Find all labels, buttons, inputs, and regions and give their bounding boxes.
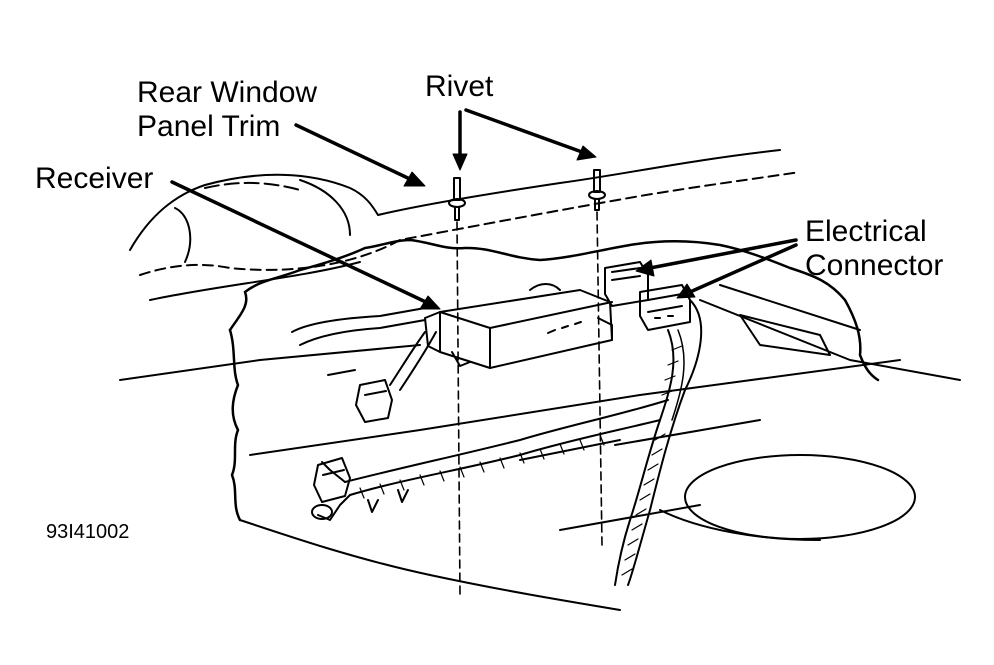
shelf-slot	[327, 369, 356, 376]
receiver-module	[424, 283, 613, 369]
rear-window-panel-trim-label-line1: Rear Window	[137, 76, 318, 109]
harness-wrap-texture	[359, 345, 683, 576]
wiring-harness	[291, 299, 703, 586]
rivet-right	[588, 169, 606, 211]
rear-shelf-panel	[119, 284, 961, 611]
trim-torn-edge	[228, 238, 880, 522]
electrical-connector-label-line1: Electrical	[805, 215, 927, 248]
rivet-left	[448, 177, 466, 221]
harness-plug-lower	[311, 457, 351, 520]
rivet-label: Rivet	[425, 70, 494, 103]
harness-plug-upper	[355, 379, 393, 423]
harness-clips	[367, 489, 409, 513]
figure-code: 93I41002	[46, 521, 130, 543]
rivet-alignment-lines	[456, 211, 603, 596]
leader-arrowheads	[403, 145, 696, 310]
rear-window-panel-trim-label-line2: Panel Trim	[137, 110, 281, 143]
electrical-connector-lower	[639, 284, 691, 331]
receiver-label: Receiver	[35, 162, 154, 195]
leader-lines	[170, 108, 798, 306]
electrical-connector-label-line2: Connector	[805, 249, 944, 282]
speaker-opening	[684, 454, 916, 540]
rear-window-panel-trim	[129, 149, 801, 301]
